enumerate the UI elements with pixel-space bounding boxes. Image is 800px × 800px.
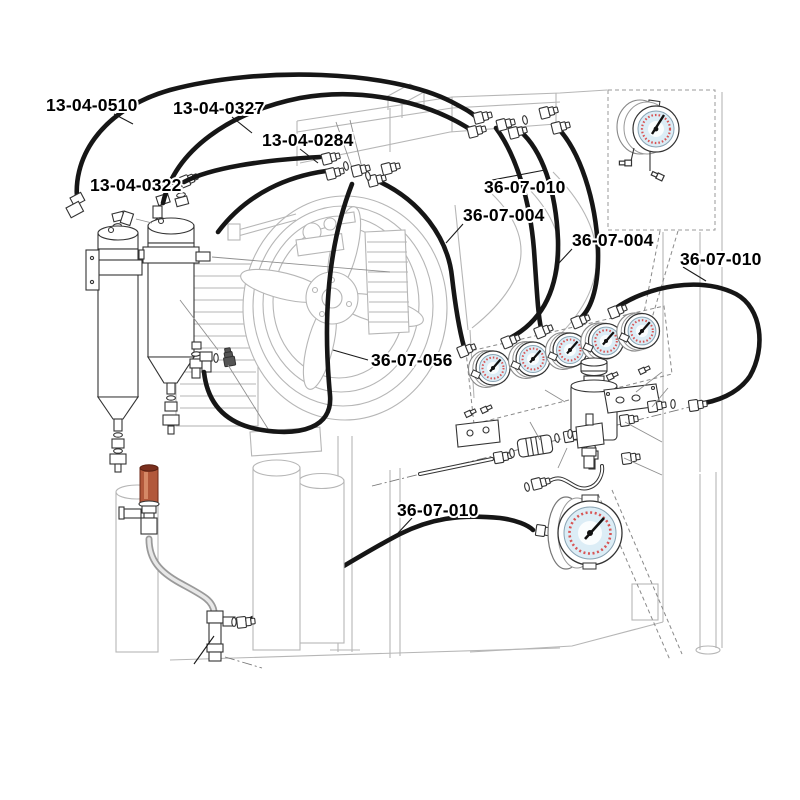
hose-36-07-004-right <box>553 123 601 323</box>
hose-fitting-cluster-right <box>466 103 572 140</box>
filter-canister-left <box>85 210 143 473</box>
cylinder-middle <box>252 459 301 651</box>
cylinder-right <box>298 472 345 644</box>
hose-fitting-cluster-left <box>320 119 402 188</box>
callout-13-04-0327: 13-04-0327 <box>173 98 265 118</box>
callout-36-07-010-top: 36-07-010 <box>484 177 566 197</box>
callout-36-07-010-bottom: 36-07-010 <box>397 500 479 520</box>
callout-36-07-010-right: 36-07-010 <box>680 249 762 269</box>
large-gauge <box>534 494 623 570</box>
callout-36-07-004-left: 36-07-004 <box>463 205 545 225</box>
mounting-block <box>455 403 501 448</box>
callouts: 13-04-0510 13-04-0327 13-04-0284 13-04-0… <box>44 93 763 534</box>
hose-to-gauge-3 <box>493 125 544 331</box>
callout-36-07-004-right: 36-07-004 <box>572 230 654 250</box>
mid-fittings <box>179 299 271 433</box>
gauge-panel-outline <box>465 305 673 425</box>
callout-13-04-0284: 13-04-0284 <box>262 130 354 150</box>
callout-13-04-0322: 13-04-0322 <box>90 175 182 195</box>
filter-canister-right <box>119 170 391 435</box>
hose-36-07-056 <box>201 181 355 435</box>
gauge-1 <box>467 349 512 389</box>
inset-gauge <box>616 99 680 182</box>
gauge-5 <box>615 311 661 353</box>
hose-36-07-004-left <box>375 178 467 350</box>
valve-assembly <box>523 413 605 493</box>
hose-13-04-0322 <box>181 154 323 185</box>
hose-elbow-0510 <box>65 191 86 219</box>
drain-valve-assembly <box>118 464 257 665</box>
manifold-block <box>544 364 709 476</box>
inset-detail-box <box>607 89 716 231</box>
hose-13-04-0284 <box>215 168 329 235</box>
callout-13-04-0510: 13-04-0510 <box>46 95 138 115</box>
steel-tube <box>418 444 526 476</box>
callout-36-07-056: 36-07-056 <box>371 350 453 370</box>
hoses <box>74 72 762 435</box>
gauge-2 <box>507 340 552 380</box>
hose-36-07-010-right <box>613 282 762 407</box>
hose-13-04-0327 <box>160 91 471 206</box>
hose-13-04-0510 <box>74 72 479 209</box>
inline-filter <box>516 421 584 469</box>
orange-handle <box>139 464 159 504</box>
tee-fitting <box>206 610 257 662</box>
